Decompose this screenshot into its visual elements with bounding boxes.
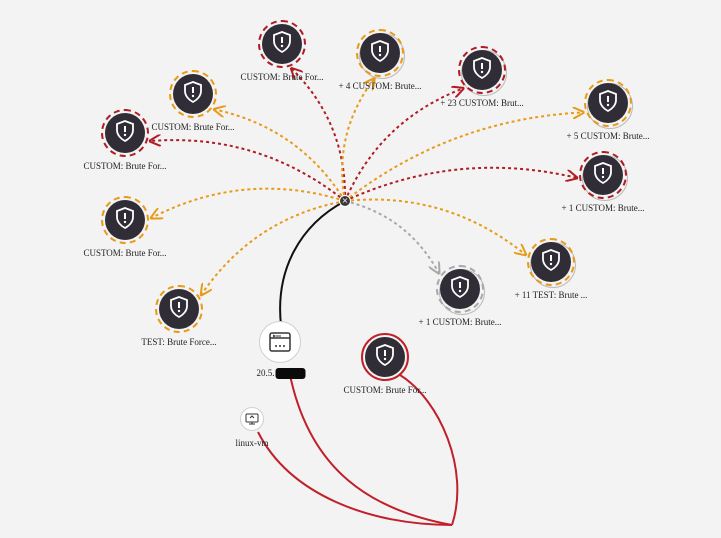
alert-edge — [344, 89, 462, 202]
alert-edge — [341, 79, 374, 202]
alert-label: CUSTOM: Brute For... — [240, 72, 324, 82]
shield-alert-icon — [370, 39, 390, 67]
virtual-machine-icon — [245, 413, 259, 425]
alert-label: + 1 CUSTOM: Brute... — [418, 317, 502, 327]
alert-node[interactable] — [436, 265, 485, 315]
alert-node[interactable] — [584, 79, 633, 129]
alert-label: + 1 CUSTOM: Brute... — [561, 203, 645, 213]
alert-node[interactable] — [101, 109, 149, 157]
alert-node-core — [360, 33, 400, 73]
hub-node[interactable]: × — [339, 195, 351, 207]
vm-alert-edge — [257, 431, 453, 526]
alert-node-core — [105, 113, 145, 153]
alert-node[interactable] — [101, 196, 149, 244]
alert-label: CUSTOM: Brute For... — [151, 122, 235, 132]
alert-node[interactable] — [169, 70, 217, 118]
shield-alert-icon — [272, 30, 292, 58]
browser-window-icon — [269, 332, 291, 352]
alert-node[interactable] — [155, 285, 203, 333]
alert-edge — [215, 110, 346, 202]
shield-alert-icon — [541, 248, 561, 276]
alert-node-core — [440, 269, 480, 309]
vm-host-node[interactable] — [240, 407, 264, 431]
shield-alert-icon — [598, 89, 618, 117]
alert-loop-edge — [399, 374, 459, 526]
alert-node[interactable] — [579, 151, 628, 201]
shield-alert-icon — [593, 161, 613, 189]
alert-node-core — [105, 200, 145, 240]
alert-label: CUSTOM: Brute For... — [343, 385, 427, 395]
alert-edge — [151, 140, 346, 202]
alert-node-core — [262, 24, 302, 64]
alert-node-core — [159, 289, 199, 329]
alert-label: + 4 CUSTOM: Brute... — [338, 81, 422, 91]
shield-alert-icon — [375, 343, 395, 371]
ip-host-node[interactable] — [259, 321, 301, 363]
alert-edge — [344, 112, 583, 202]
alert-label: + 5 CUSTOM: Brute... — [566, 131, 650, 141]
alert-node-core — [531, 242, 571, 282]
shield-alert-icon — [183, 80, 203, 108]
alert-edge — [344, 200, 439, 273]
vm-host-label: linux-vm — [235, 438, 269, 448]
ip-host-text: 20.5. — [256, 368, 275, 378]
alert-node-core — [365, 337, 405, 377]
shield-alert-icon — [450, 275, 470, 303]
alert-edge — [344, 198, 525, 255]
alert-edge — [344, 166, 576, 202]
alert-node[interactable] — [258, 20, 306, 68]
ip-host-label: 20.5. — [256, 368, 306, 380]
alert-label: TEST: Brute Force... — [141, 337, 217, 347]
alert-node-core — [583, 155, 623, 195]
alert-edge — [152, 187, 346, 218]
alert-edge — [292, 69, 347, 202]
alert-label: CUSTOM: Brute For... — [83, 161, 167, 171]
alert-node[interactable] — [527, 238, 576, 288]
alert-label: + 23 CUSTOM: Brut... — [440, 98, 524, 108]
alert-label: CUSTOM: Brute For... — [83, 248, 167, 258]
host-hub-edge — [279, 200, 346, 326]
alert-node-core — [588, 83, 628, 123]
redaction-bar — [275, 368, 306, 380]
host-alert-edge — [289, 374, 453, 526]
alert-node-core — [462, 50, 502, 90]
alert-node-core — [173, 74, 213, 114]
shield-alert-icon — [472, 56, 492, 84]
shield-alert-icon — [169, 295, 189, 323]
alert-label: + 11 TEST: Brute ... — [514, 290, 588, 300]
alert-node[interactable] — [458, 46, 507, 96]
alert-node[interactable] — [356, 29, 405, 79]
alert-node[interactable] — [361, 333, 409, 381]
shield-alert-icon — [115, 206, 135, 234]
shield-alert-icon — [115, 119, 135, 147]
